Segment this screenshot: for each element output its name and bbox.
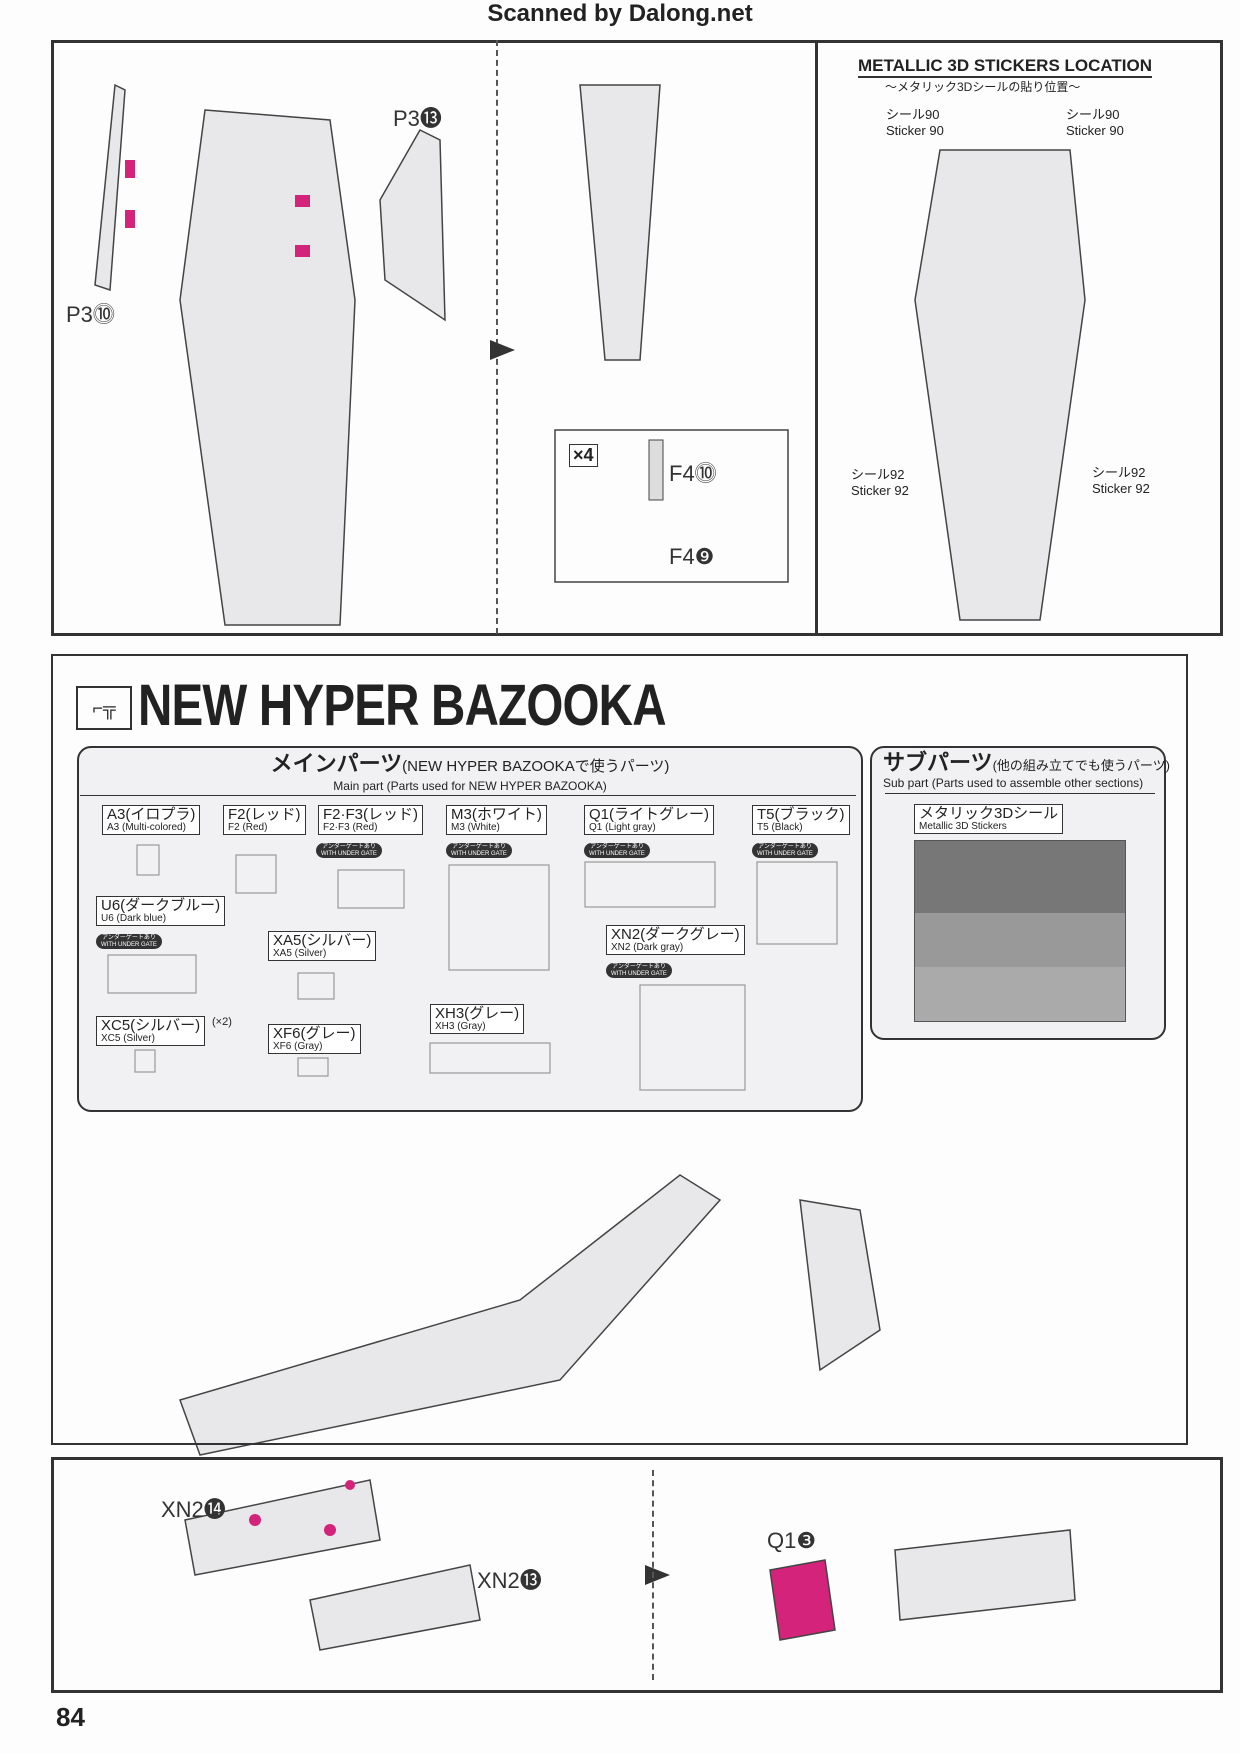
arrow-right-icon [645,1565,670,1585]
label-xn2-14: XN2⓮ [161,1497,226,1522]
side-panel-drawing [94,83,126,292]
label-xn2-13: XN2⓭ [477,1568,542,1593]
stickers-shield-drawing [914,149,1086,621]
runner-a3: A3(イロプラ)A3 (Multi-colored) [102,805,201,836]
runner-f2-f3: F2·F3(レッド)F2·F3 (Red) [318,805,423,836]
side-panel-drawing [379,129,446,322]
runner-q1: Q1(ライトグレー)Q1 (Light gray) [584,805,715,836]
scan-credit: Scanned by Dalong.net [487,0,753,27]
main-parts-subtitle: Main part (Parts used for NEW HYPER BAZO… [333,779,607,793]
runner-u6: U6(ダークブルー)U6 (Dark blue) [96,896,226,927]
label-q1-3: Q1❸ [767,1528,817,1553]
label-p3-10: P3⓾ [66,302,115,327]
runner-xn2: XN2(ダークグレー)XN2 (Dark gray) [606,925,745,956]
bazooka-section-frame [51,654,1188,1445]
shield-drawing [179,109,356,626]
divider [652,1470,654,1680]
divider [496,40,498,634]
top-steps-frame [51,40,1223,636]
sub-parts-heading: サブパーツ(他の組み立てでも使うパーツ) [883,750,1170,775]
stickers-location-title: METALLIC 3D STICKERS LOCATION [858,56,1153,78]
part-drawing [894,1529,1076,1621]
magazine-drawing [799,1199,881,1372]
runner-xf6: XF6(グレー)XF6 (Gray) [268,1024,361,1055]
xc5-quantity: (×2) [212,1016,232,1028]
stickers-location-subtitle: 〜メタリック3Dシールの貼り位置〜 [885,80,1081,94]
runner-xh3: XH3(グレー)XH3 (Gray) [430,1004,525,1035]
bazooka-drawing [179,1174,722,1456]
main-parts-heading: メインパーツ(NEW HYPER BAZOOKAで使うパーツ) [270,751,670,776]
sub-parts-subtitle: Sub part (Parts used to assemble other s… [883,776,1144,790]
part-drawing [309,1564,481,1651]
shield-tip-drawing [579,84,661,361]
runner-f2: F2(レッド)F2 (Red) [223,805,306,836]
runner-m3: M3(ホワイト)M3 (White) [446,805,547,836]
divider [80,795,856,796]
runner-t5: T5(ブラック)T5 (Black) [752,805,850,836]
ring-part-drawing [769,1559,836,1641]
bazooka-icon: ⌐╦ [76,686,132,730]
arrow-right-icon [490,340,515,360]
label-f4-10: F4⓾ [669,461,717,486]
runner-xc5: XC5(シルバー)XC5 (Silver) [96,1016,206,1047]
label-p3-13: P3⓭ [393,106,442,131]
runner-xa5: XA5(シルバー)XA5 (Silver) [268,931,377,962]
part-drawing [184,1479,381,1576]
sticker-sheet-image [914,840,1126,1022]
label-f4-9: F4❾ [669,544,715,569]
bottom-steps-frame [51,1457,1223,1693]
page-number: 84 [56,1702,85,1732]
multiplier-badge: ×4 [569,444,598,467]
divider [885,793,1155,794]
section-title: NEW HYPER BAZOOKA [138,673,667,738]
divider [815,40,818,634]
